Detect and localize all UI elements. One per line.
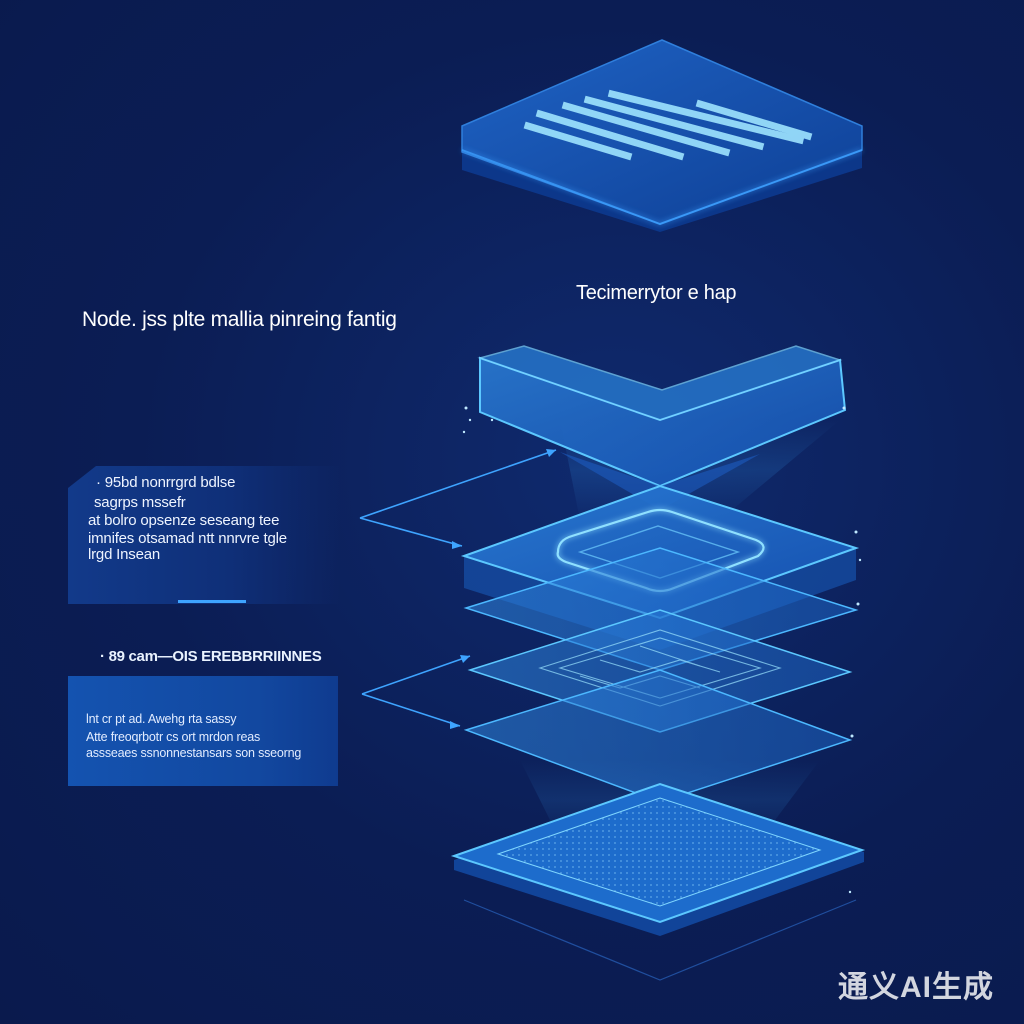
thin-layer xyxy=(463,669,853,803)
data-stripes-icon xyxy=(523,89,813,161)
callout-line: sagrps mssefr xyxy=(94,494,186,511)
connector-arrowheads xyxy=(450,449,556,729)
top-data-block xyxy=(461,39,863,232)
chevron-layer xyxy=(477,345,847,510)
diagram-heading-right: Tecimerrytor e hap xyxy=(576,282,737,304)
ai-generated-watermark: 通义AI生成 xyxy=(838,971,994,1004)
base-circuit-plate xyxy=(450,782,866,981)
callout-line: · 95bd nonrrgrd bdlse xyxy=(96,474,236,491)
callout-line: lnt cr pt ad. Awehg rta sassy xyxy=(86,712,237,726)
callout-box-top: · 95bd nonrrgrd bdlse sagrps mssefr at b… xyxy=(68,466,340,604)
callout-box-bottom: lnt cr pt ad. Awehg rta sassy Atte freoq… xyxy=(68,676,338,786)
connector-lines xyxy=(359,449,557,727)
callout-line: assseaes ssnonnestansars son sseorng xyxy=(86,746,302,760)
callout-bottom-title: · 89 cam—OIS EREBBRRIINNES xyxy=(100,648,322,665)
callout-line: lrgd Insean xyxy=(88,546,161,563)
callout-line: Atte freoqrbotr cs ort mrdon reas xyxy=(86,730,261,744)
callout-line: imnifes otsamad ntt nnrvre tgle xyxy=(88,530,287,547)
callout-accent-bar xyxy=(178,600,246,603)
sparkle-dots xyxy=(462,406,862,894)
diagram-heading-left: Node. jss plte mallia pinreing fantig xyxy=(82,308,397,331)
callout-line: at bolro opsenze seseang tee xyxy=(88,512,280,529)
